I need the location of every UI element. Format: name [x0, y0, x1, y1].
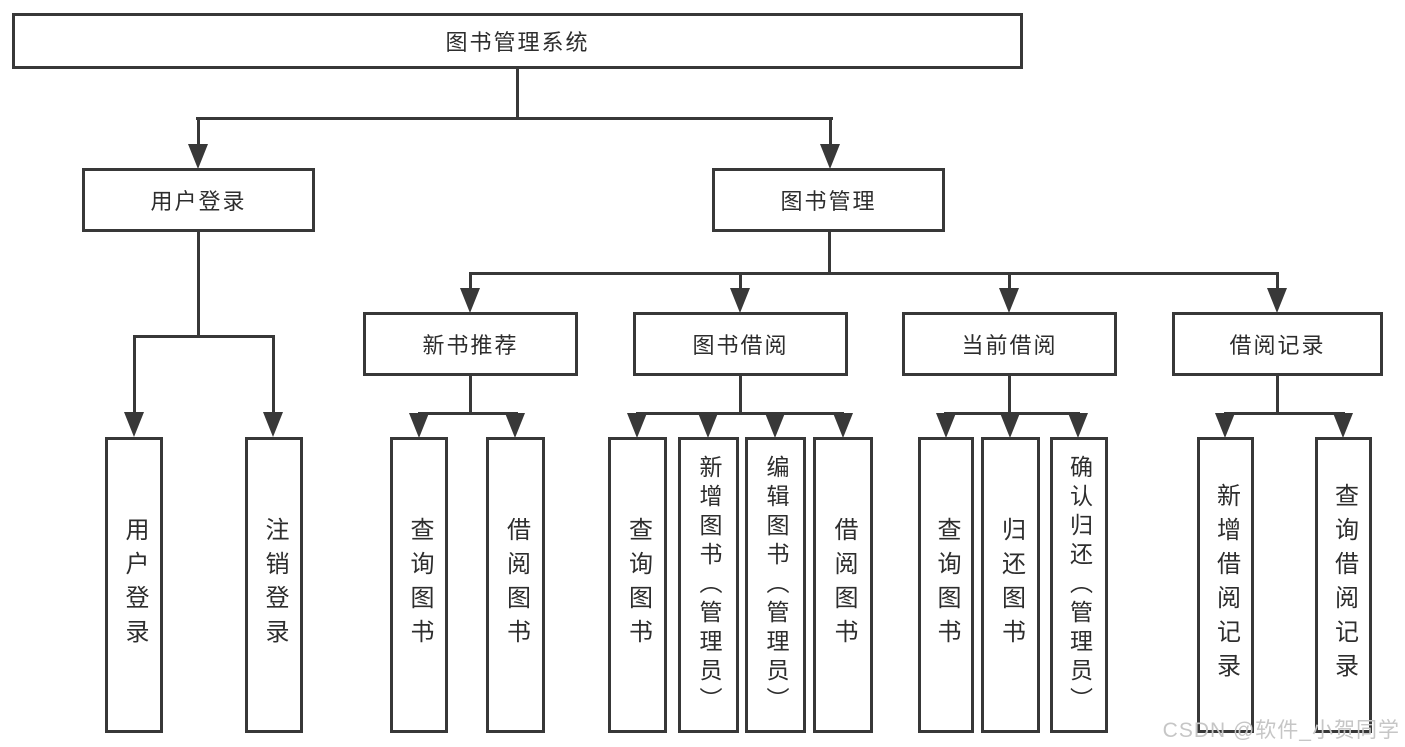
arrowhead-book-borrow: [730, 288, 750, 313]
leaf-logout: 注销登录: [245, 437, 303, 733]
leaf-label: 确认归还（管理员）: [1066, 454, 1093, 716]
node-book-borrowing: 图书借阅: [633, 312, 848, 376]
arrowhead-borrow-records: [1267, 288, 1287, 313]
leaf-label: 查询图书: [933, 517, 960, 653]
leaf-label: 用户登录: [121, 517, 148, 653]
arrowhead-leaf-add-record: [1215, 413, 1235, 438]
leaf-label: 借阅图书: [830, 517, 857, 653]
leaf-add-books-admin: 新增图书（管理员）: [678, 437, 739, 733]
leaf-label: 新增图书（管理员）: [696, 454, 722, 716]
leaf-label: 归还图书: [997, 517, 1025, 653]
connector-book-borrow-stem: [739, 376, 742, 412]
arrowhead-leaf-edit-books: [765, 413, 785, 438]
leaf-query-books-c: 查询图书: [918, 437, 974, 733]
node-user-login: 用户登录: [82, 168, 315, 232]
connector-root-drop-right: [829, 120, 832, 146]
arrowhead-leaf-query-books-b: [627, 413, 647, 438]
leaf-label: 借阅图书: [502, 517, 530, 653]
node-label: 图书管理: [780, 189, 877, 214]
connector-borrow-records-stem: [1276, 376, 1279, 412]
node-current-borrowing: 当前借阅: [902, 312, 1117, 376]
leaf-query-borrow-record: 查询借阅记录: [1315, 437, 1372, 733]
leaf-return-books: 归还图书: [981, 437, 1040, 733]
arrowhead-new-books: [460, 288, 480, 313]
arrowhead-leaf-logout: [263, 412, 283, 437]
node-new-book-recommendation: 新书推荐: [363, 312, 578, 376]
arrowhead-book-management: [820, 144, 840, 169]
leaf-label: 新增借阅记录: [1212, 483, 1240, 687]
connector-drop-borrow-records: [1276, 275, 1279, 289]
connector-drop-book-borrow: [739, 275, 742, 289]
node-label: 新书推荐: [422, 333, 519, 358]
node-borrowing-records: 借阅记录: [1172, 312, 1383, 376]
connector-root-stem: [516, 69, 519, 120]
connector-book-borrow-rail: [636, 412, 844, 415]
arrowhead-leaf-borrow-books-a: [505, 413, 525, 438]
node-label: 图书管理系统: [445, 30, 590, 55]
node-label: 借阅记录: [1229, 333, 1326, 358]
leaf-confirm-return-admin: 确认归还（管理员）: [1050, 437, 1108, 733]
connector-drop-leaf-logout: [272, 338, 275, 413]
arrowhead-leaf-add-books: [698, 413, 718, 438]
leaf-query-books-a: 查询图书: [390, 437, 448, 733]
leaf-edit-books-admin: 编辑图书（管理员）: [745, 437, 806, 733]
connector-user-login-rail: [133, 335, 275, 338]
leaf-label: 编辑图书（管理员）: [763, 454, 789, 716]
connector-user-login-stem: [197, 232, 200, 335]
leaf-label: 注销登录: [261, 517, 288, 653]
connector-book-mgmt-stem: [828, 232, 831, 272]
node-library-management-system: 图书管理系统: [12, 13, 1023, 69]
arrowhead-leaf-query-books-a: [409, 413, 429, 438]
csdn-watermark: CSDN @软件_小贺同学: [1162, 719, 1400, 742]
arrowhead-leaf-borrow-books-b: [833, 413, 853, 438]
node-label: 用户登录: [150, 189, 247, 214]
arrowhead-user-login: [188, 144, 208, 169]
arrowhead-leaf-query-books-c: [936, 413, 956, 438]
connector-drop-leaf-user-login: [133, 338, 136, 413]
arrowhead-leaf-query-record: [1333, 413, 1353, 438]
leaf-borrow-books-b: 借阅图书: [813, 437, 873, 733]
arrowhead-leaf-confirm-return: [1068, 413, 1088, 438]
node-book-management: 图书管理: [712, 168, 945, 232]
arrowhead-current-borrow: [999, 288, 1019, 313]
leaf-borrow-books-a: 借阅图书: [486, 437, 545, 733]
connector-drop-current-borrow: [1008, 275, 1011, 289]
node-label: 图书借阅: [692, 333, 789, 358]
leaf-add-borrow-record: 新增借阅记录: [1197, 437, 1254, 733]
arrowhead-leaf-user-login: [124, 412, 144, 437]
leaf-label: 查询借阅记录: [1330, 483, 1358, 687]
leaf-label: 查询图书: [406, 517, 433, 653]
connector-book-mgmt-rail: [469, 272, 1279, 275]
connector-new-books-rail: [418, 412, 518, 415]
leaf-label: 查询图书: [624, 517, 652, 653]
connector-root-rail: [196, 117, 833, 120]
connector-borrow-records-rail: [1224, 412, 1345, 415]
arrowhead-leaf-return-books: [1000, 413, 1020, 438]
connector-new-books-stem: [469, 376, 472, 412]
leaf-query-books-b: 查询图书: [608, 437, 667, 733]
connector-current-borrow-stem: [1008, 376, 1011, 412]
connector-drop-new-books: [469, 275, 472, 289]
leaf-user-login: 用户登录: [105, 437, 163, 733]
node-label: 当前借阅: [961, 333, 1058, 358]
connector-root-drop-left: [197, 120, 200, 146]
